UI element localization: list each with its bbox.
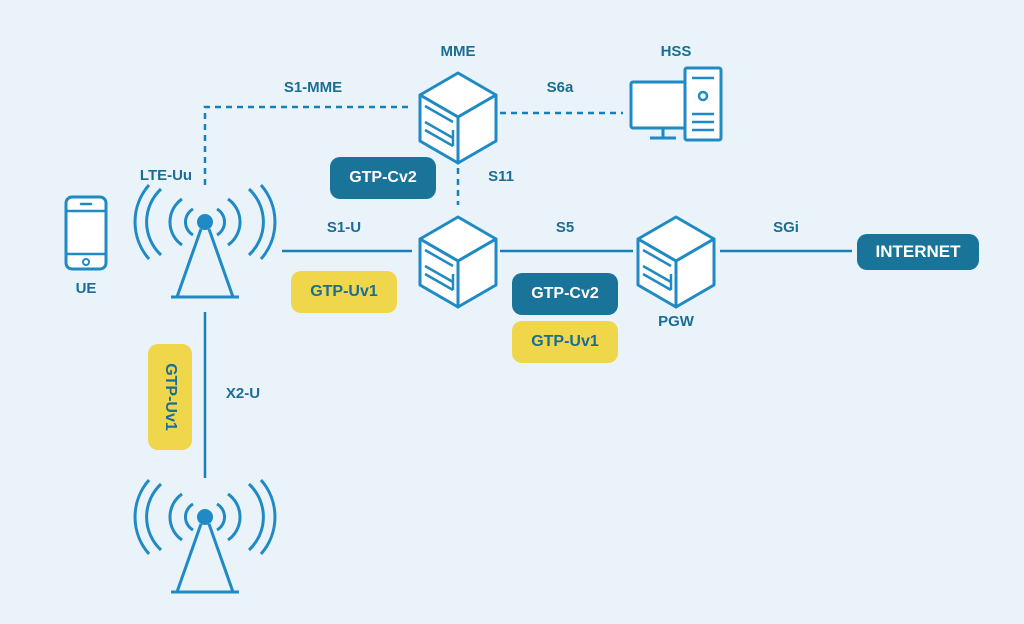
ue-label: UE xyxy=(75,280,97,297)
s1-u-label: S1-U xyxy=(326,219,362,236)
desktop-computer-icon xyxy=(629,66,723,142)
x2-u-label: X2-U xyxy=(225,385,261,402)
sgi-label: SGi xyxy=(773,219,799,236)
gtp-u-s5-badge: GTP-Uv1 xyxy=(512,321,618,363)
s1-mme-link xyxy=(203,105,412,185)
pgw-label: PGW xyxy=(658,313,694,330)
gtp-u-x2-badge: GTP-Uv1 xyxy=(148,344,192,450)
gtp-u-x2-text: GTP-Uv1 xyxy=(162,363,180,431)
phone-icon xyxy=(64,195,108,271)
s1-mme-label: S1-MME xyxy=(283,79,343,96)
internet-badge: INTERNET xyxy=(857,234,979,270)
server-icon xyxy=(418,215,498,309)
mme-label: MME xyxy=(440,43,476,60)
server-icon xyxy=(636,215,716,309)
s5-label: S5 xyxy=(555,219,575,236)
cell-tower-icon xyxy=(133,478,277,594)
gtp-c-mme-badge: GTP-Cv2 xyxy=(330,157,436,199)
gtp-c-s5-badge: GTP-Cv2 xyxy=(512,273,618,315)
connections xyxy=(203,105,852,478)
cell-tower-icon xyxy=(133,183,277,299)
s6a-label: S6a xyxy=(546,79,574,96)
server-icon xyxy=(418,71,498,165)
gtp-u-s1-badge: GTP-Uv1 xyxy=(291,271,397,313)
lte-uu-label: LTE-Uu xyxy=(139,167,193,184)
hss-label: HSS xyxy=(660,43,692,60)
s11-label: S11 xyxy=(488,168,514,185)
